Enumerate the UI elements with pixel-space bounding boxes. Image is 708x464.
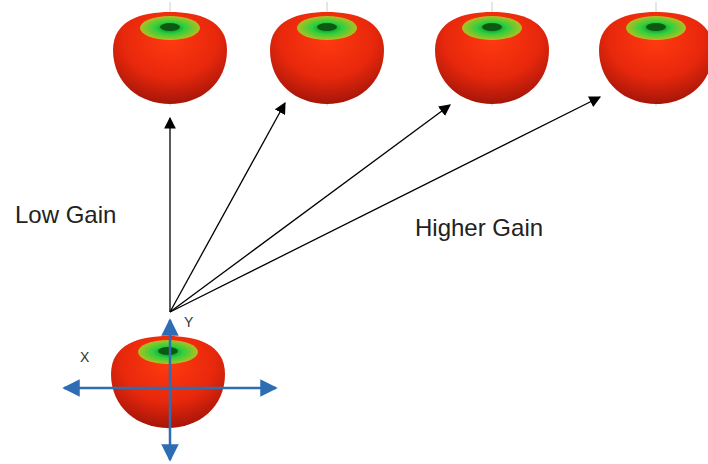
x-axis (168, 387, 276, 390)
radiation-pattern (599, 2, 708, 106)
gain-label: Low Gain (15, 203, 116, 227)
radiation-pattern (270, 2, 384, 106)
y-axis (169, 388, 172, 460)
radiation-pattern (113, 2, 227, 106)
axis-label: X (80, 350, 89, 364)
direction-arrow (170, 105, 450, 312)
y-axis (169, 320, 172, 388)
radiation-pattern (435, 2, 549, 106)
axis-label: Y (184, 315, 193, 329)
direction-arrow (169, 118, 170, 312)
direction-arrow (170, 97, 600, 312)
radiation-pattern (111, 326, 225, 430)
gain-label: Higher Gain (415, 216, 543, 240)
direction-arrow (170, 103, 285, 312)
x-axis (64, 387, 168, 390)
